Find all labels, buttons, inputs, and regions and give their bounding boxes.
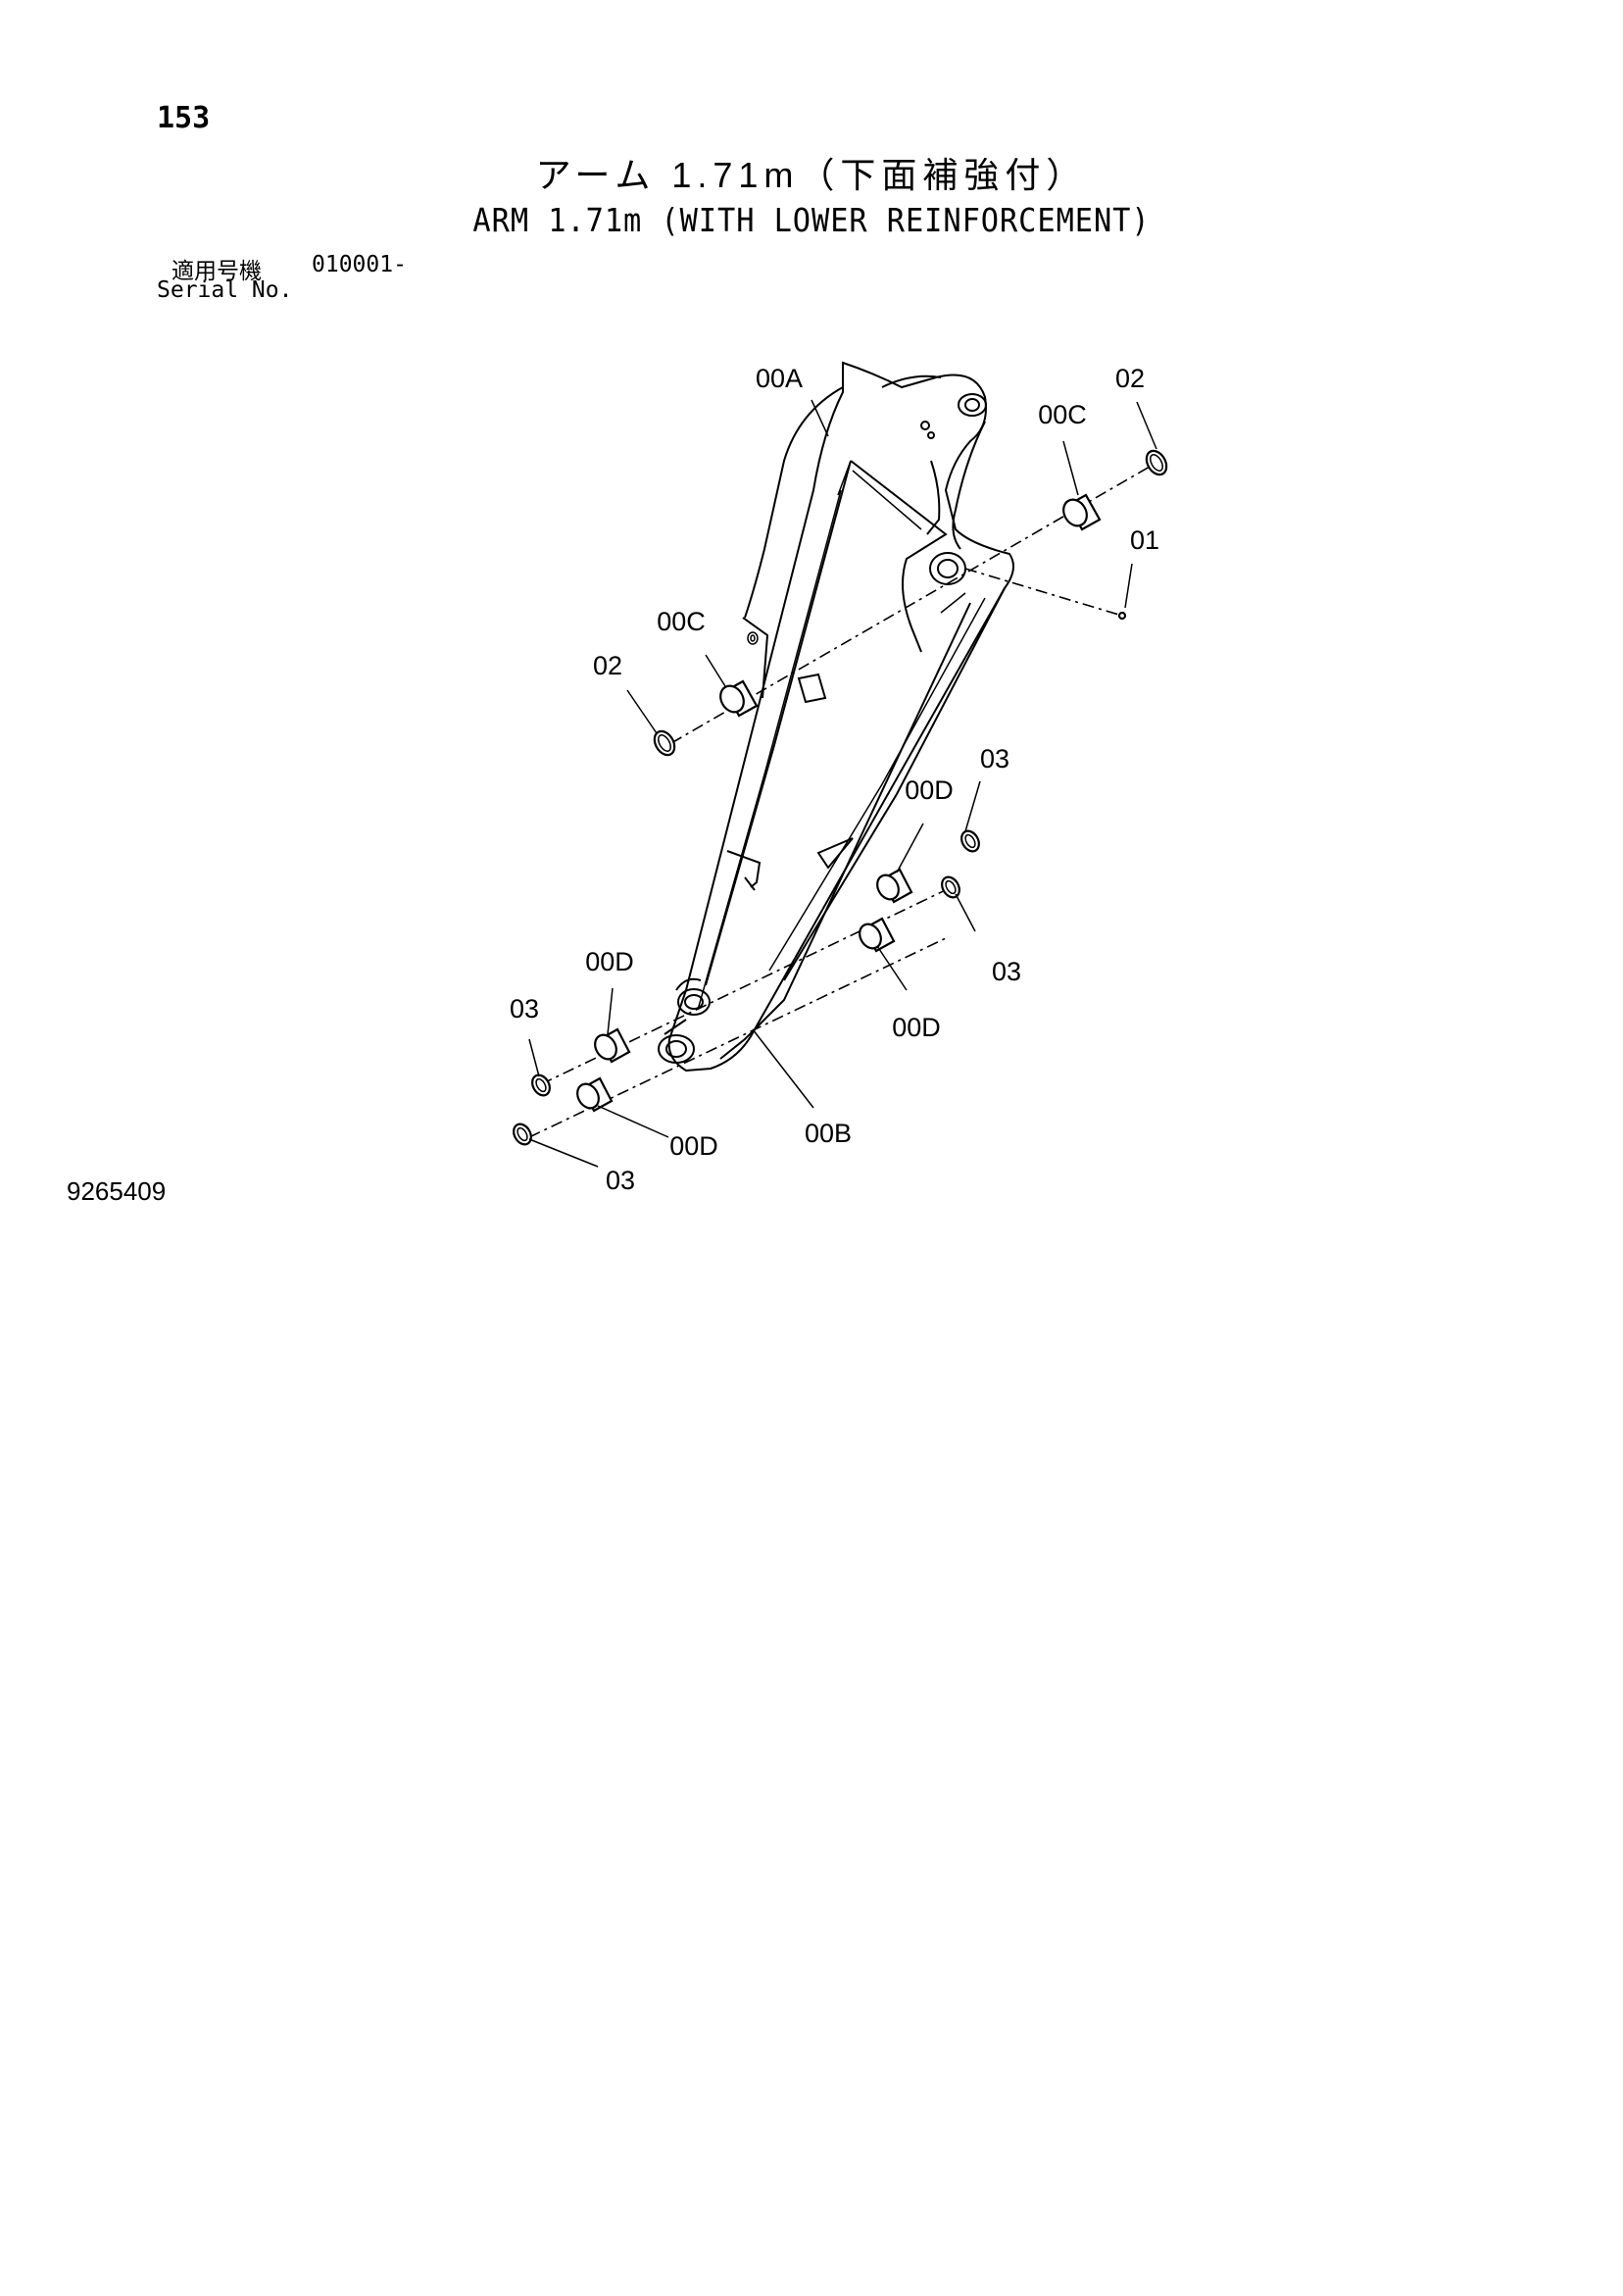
callout-00c-left: 00C: [657, 607, 706, 636]
callout-00d-l1: 00D: [585, 947, 634, 976]
callout-00d-r1: 00D: [905, 775, 954, 805]
part-bushing-00c-left: [719, 679, 759, 718]
serial-label-japanese: 適用号機: [172, 258, 262, 283]
callout-02-left: 02: [593, 651, 622, 680]
part-bushing-00d-r1: [876, 868, 913, 904]
part-ring-02-left: [653, 729, 676, 757]
part-grease-fitting-01: [1117, 611, 1127, 621]
callout-03-l2: 03: [606, 1166, 635, 1195]
leader-lines: [528, 399, 1157, 1168]
callout-00c-right: 00C: [1038, 400, 1087, 429]
callout-03-l1: 03: [510, 994, 539, 1023]
part-bushing-00d-l2: [576, 1076, 614, 1113]
part-bushing-00c-right: [1062, 493, 1102, 531]
part-ring-03-r2: [941, 875, 960, 899]
part-ring-03-l1: [531, 1073, 551, 1097]
part-bushing-00d-l1: [594, 1027, 631, 1064]
callout-02-right: 02: [1115, 364, 1145, 393]
centre-lines: [528, 462, 1157, 1138]
callout-03-r1: 03: [980, 744, 1009, 774]
callout-00a: 00A: [756, 364, 803, 393]
arm-assembly-drawing: [658, 361, 1014, 1073]
callout-00d-r2: 00D: [892, 1013, 941, 1042]
serial-label-english: Serial No.: [157, 277, 293, 303]
serial-value: 010001-: [312, 252, 407, 277]
page-title-english: ARM 1.71m (WITH LOWER REINFORCEMENT): [472, 201, 1151, 239]
page-number: 153: [157, 101, 211, 135]
part-ring-03-r1: [960, 829, 980, 853]
callout-01: 01: [1130, 525, 1159, 555]
callout-00d-l2: 00D: [669, 1131, 718, 1161]
callout-00b: 00B: [805, 1119, 852, 1148]
part-bushing-00d-r2: [859, 917, 896, 953]
callout-03-r2: 03: [992, 957, 1021, 986]
arm-exploded-diagram: 00A 00C 02 01 00C 02 03 00D 03 00D 00D 0…: [510, 361, 1168, 1195]
part-ring-03-l2: [513, 1123, 532, 1146]
page-title-japanese: アーム 1.71m（下面補強付）: [535, 155, 1088, 195]
part-ring-02-right: [1145, 449, 1168, 476]
drawing-number: 9265409: [67, 1176, 167, 1206]
